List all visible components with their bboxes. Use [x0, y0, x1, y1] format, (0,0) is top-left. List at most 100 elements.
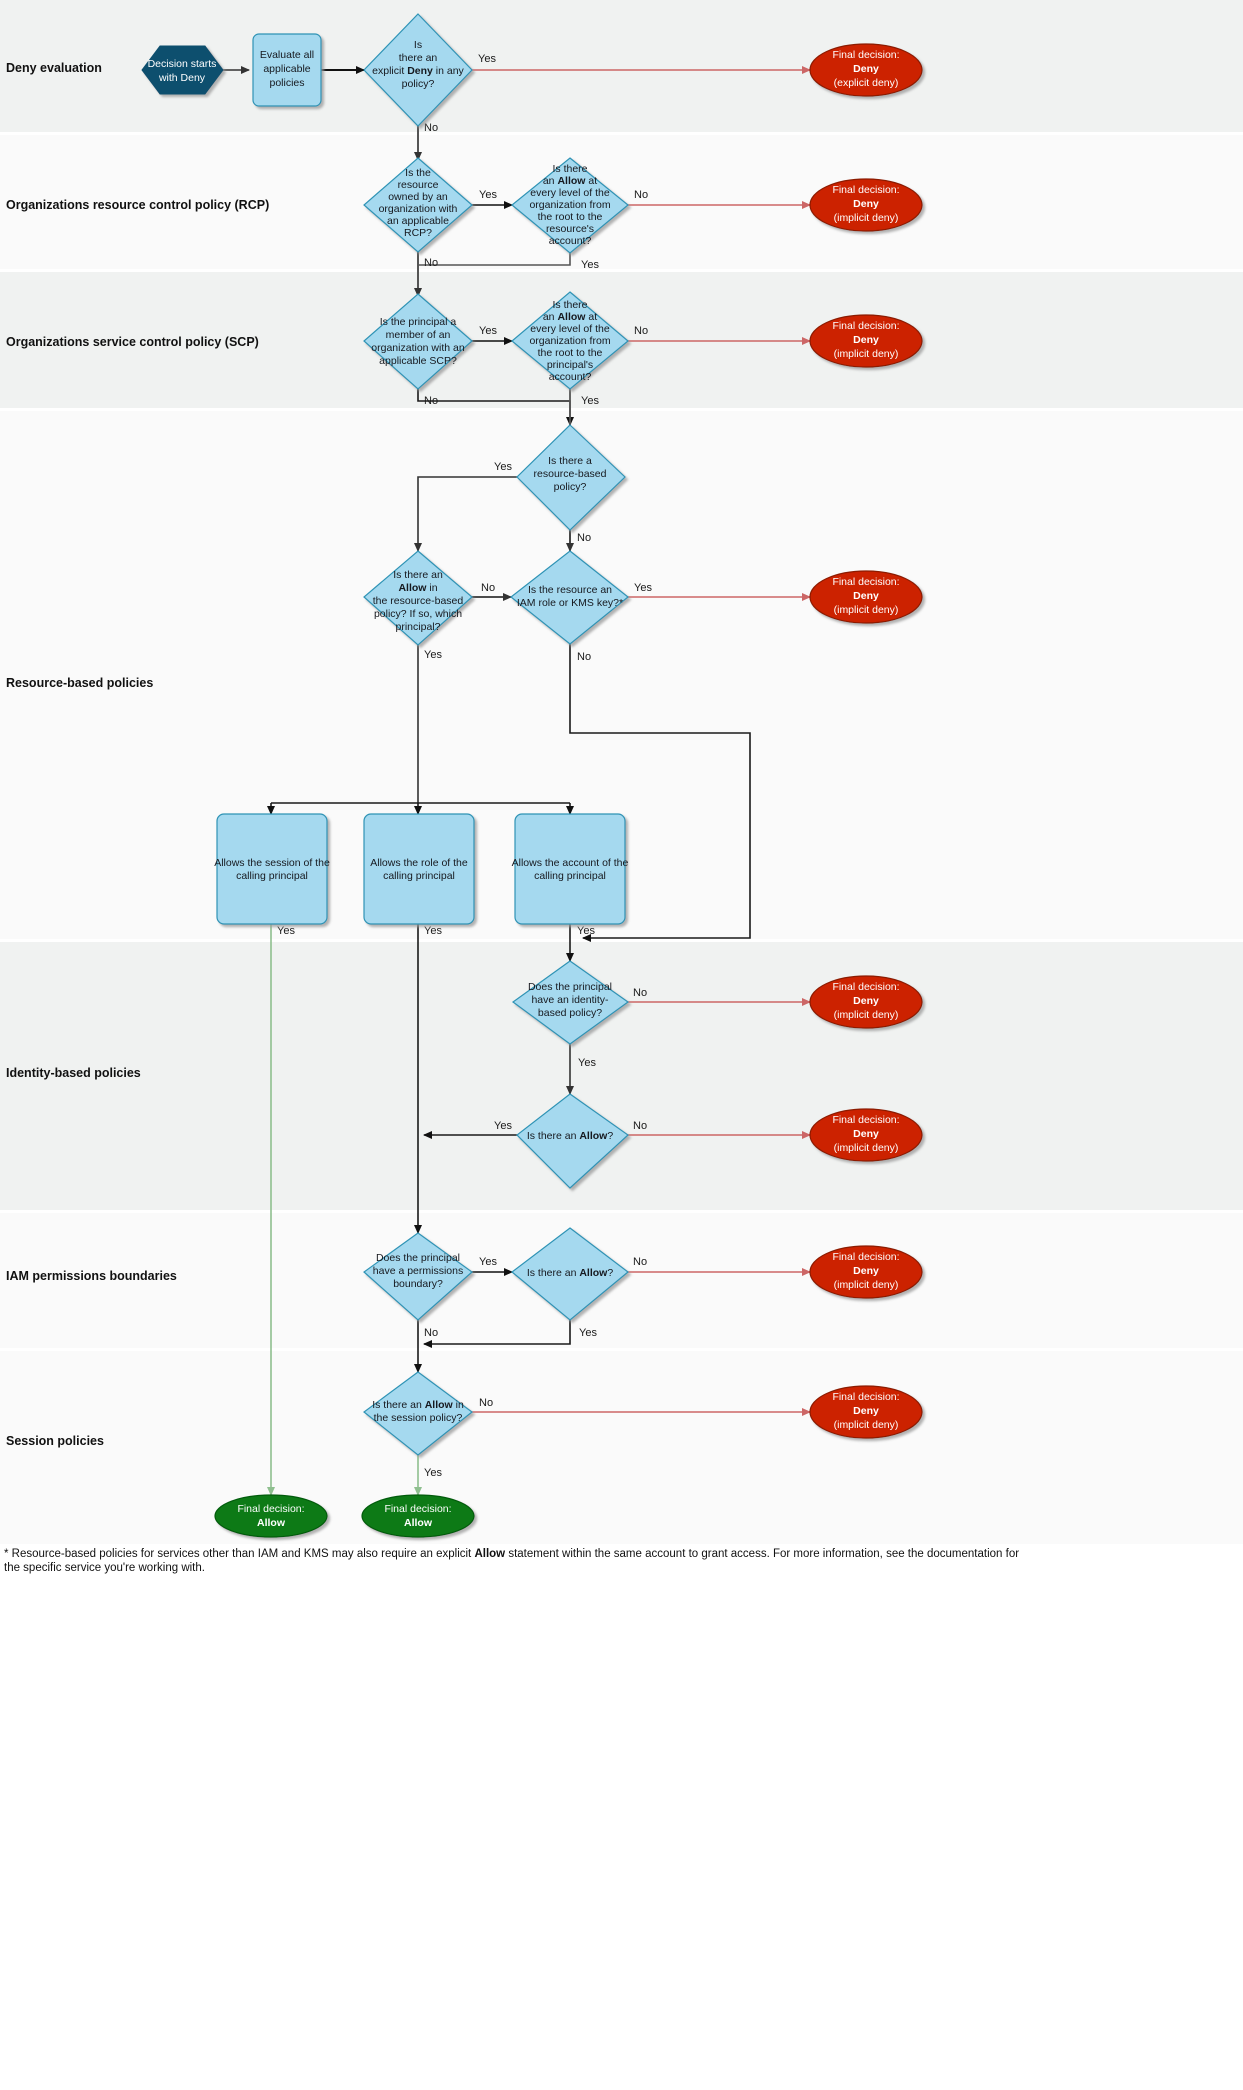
node-final-deny-rcp-line-0: Final decision: — [832, 184, 899, 196]
edge-label-ibp-exists-yes: Yes — [578, 1057, 596, 1069]
node-final-deny-session[interactable] — [809, 1385, 923, 1439]
node-allows-role-line-0: Allows the role of the — [370, 857, 468, 869]
node-rbp-allow-line-1: Allow in — [398, 582, 437, 594]
edges-layer — [223, 66, 811, 1496]
band-label-permissions-boundaries: IAM permissions boundaries — [6, 1269, 177, 1283]
edge-label-pb-exists-yes: Yes — [479, 1256, 497, 1268]
node-allows-session-line-0: Allows the session of the — [214, 857, 330, 869]
edge-label-rcp-allow-no: No — [634, 189, 648, 201]
node-final-allow-mid[interactable] — [361, 1494, 475, 1538]
node-final-deny-identity-2[interactable] — [809, 1108, 923, 1162]
node-allows-account-box[interactable] — [514, 813, 626, 925]
edge-label-rbp-rolekms-yes: Yes — [634, 582, 652, 594]
node-pb-exists-line-1: have a permissions — [373, 1265, 463, 1277]
node-scp-allow-line-6: account? — [549, 371, 592, 383]
node-final-deny-rcp-line-2: (implicit deny) — [834, 212, 899, 224]
node-rcp-allow-decision[interactable] — [511, 157, 629, 254]
edge-label-scp-allow-yes: Yes — [581, 395, 599, 407]
band-label-scp: Organizations service control policy (SC… — [6, 335, 259, 349]
node-final-deny-session-line-2: (implicit deny) — [834, 1419, 899, 1431]
band-label-rcp: Organizations resource control policy (R… — [6, 198, 269, 212]
footnote-line-1: * Resource-based policies for services o… — [4, 1548, 1019, 1560]
node-scp-allow-line-5: principal's — [547, 359, 593, 371]
node-rbp-exists-line-2: policy? — [554, 481, 587, 493]
node-scp-allow-line-1: an Allow at — [543, 311, 597, 323]
node-rbp-rolekms-line-1: IAM role or KMS key?* — [517, 597, 623, 609]
node-final-deny-ibp1-line-0: Final decision: — [832, 981, 899, 993]
node-rcp-allow-line-2: every level of the — [530, 187, 610, 199]
node-start-line-0: Decision starts — [148, 58, 217, 70]
node-rcp-owned-decision[interactable] — [363, 157, 473, 253]
node-scp-allow-decision[interactable] — [511, 291, 629, 390]
node-session-policy-allow-decision[interactable] — [363, 1371, 473, 1456]
edge-label-pb-exists-no: No — [424, 1327, 438, 1339]
node-final-deny-permissions-boundary[interactable] — [809, 1245, 923, 1299]
edge-label-session-box-yes: Yes — [277, 925, 295, 937]
edge-label-rbp-allow-no: No — [481, 582, 495, 594]
node-final-deny-ibp2-line-0: Final decision: — [832, 1114, 899, 1126]
node-permissions-boundary-allow-decision[interactable] — [511, 1227, 629, 1321]
node-ibp-exists-line-2: based policy? — [538, 1007, 602, 1019]
node-final-deny-session-line-1: Deny — [853, 1405, 879, 1417]
edge-label-session-allow-yes: Yes — [424, 1467, 442, 1479]
edge-rbp-exists-yes — [414, 476, 517, 552]
node-allows-session-box[interactable] — [216, 813, 328, 925]
node-explicit-deny-line-1: there an — [399, 52, 438, 64]
node-final-deny-scp[interactable] — [809, 314, 923, 368]
node-rbp-exists-line-1: resource-based — [534, 468, 607, 480]
node-start[interactable] — [141, 45, 224, 95]
node-rcp-owned-line-1: resource — [398, 179, 439, 191]
node-resource-is-role-or-kms-decision[interactable] — [510, 550, 629, 645]
node-final-deny-explicit[interactable] — [809, 43, 923, 97]
node-final-deny-ibp2-line-1: Deny — [853, 1128, 879, 1140]
node-rcp-allow-line-6: account? — [549, 235, 592, 247]
node-scp-allow-line-0: Is there — [552, 299, 587, 311]
node-final-deny-explicit-line-1: Deny — [853, 63, 879, 75]
node-scp-member-decision[interactable] — [363, 293, 473, 390]
node-allows-role-box[interactable] — [363, 813, 475, 925]
edge-label-pb-allow-yes: Yes — [579, 1327, 597, 1339]
edge-label-rcp-owned-yes: Yes — [479, 189, 497, 201]
node-rbp-rolekms-line-0: Is the resource an — [528, 584, 612, 596]
edge-label-scp-allow-no: No — [634, 325, 648, 337]
node-final-deny-identity-1[interactable] — [809, 975, 923, 1029]
node-permissions-boundary-exists-decision[interactable] — [363, 1232, 473, 1321]
edge-label-scp-member-no: No — [424, 395, 438, 407]
node-rcp-allow-line-5: resource's — [546, 223, 594, 235]
node-final-deny-rbp-line-0: Final decision: — [832, 576, 899, 588]
node-final-allow-left[interactable] — [214, 1494, 328, 1538]
node-rbp-allow-line-3: policy? If so, which — [374, 608, 462, 620]
node-scp-allow-line-4: the root to the — [538, 347, 603, 359]
node-final-allow-left-line-0: Final decision: — [237, 1503, 304, 1515]
node-identity-based-allow-decision[interactable] — [516, 1093, 629, 1189]
edge-label-ibp-allow-no: No — [633, 1120, 647, 1132]
band-label-resource-based: Resource-based policies — [6, 676, 153, 690]
band-label-deny-evaluation: Deny evaluation — [6, 61, 102, 75]
node-pb-exists-line-2: boundary? — [393, 1278, 443, 1290]
node-final-deny-rbp-line-2: (implicit deny) — [834, 604, 899, 616]
edge-rbp-rolekms-no — [569, 644, 751, 942]
node-identity-based-policy-exists-decision[interactable] — [511, 960, 630, 1045]
node-resource-based-policy-exists-decision[interactable] — [516, 424, 626, 531]
node-explicit-deny-line-3: policy? — [402, 78, 435, 90]
node-explicit-deny-decision[interactable] — [363, 13, 473, 127]
node-evaluate-policies[interactable] — [252, 33, 322, 107]
node-final-deny-rbp-line-1: Deny — [853, 590, 879, 602]
node-allows-role-line-1: calling principal — [383, 870, 455, 882]
node-scp-allow-line-2: every level of the — [530, 323, 610, 335]
edge-label-account-box-yes: Yes — [577, 925, 595, 937]
edge-label-ibp-exists-no: No — [633, 987, 647, 999]
node-ibp-allow-line-0: Is there an Allow? — [527, 1130, 614, 1142]
edge-pb-allow-yes — [423, 1320, 571, 1348]
node-final-allow-left-line-1: Allow — [257, 1517, 286, 1529]
edge-label-rbp-exists-no: No — [577, 532, 591, 544]
edge-label-rbp-allow-yes: Yes — [424, 649, 442, 661]
node-final-deny-resource-based[interactable] — [809, 570, 923, 624]
node-resource-based-allow-decision[interactable] — [363, 550, 473, 646]
node-rcp-owned-line-4: an applicable — [387, 215, 449, 227]
node-final-deny-rcp[interactable] — [809, 178, 923, 232]
edge-label-rcp-owned-no: No — [424, 257, 438, 269]
node-scp-member-line-1: member of an — [386, 329, 451, 341]
node-rcp-owned-line-0: Is the — [405, 167, 431, 179]
edge-label-pb-allow-no: No — [633, 1256, 647, 1268]
